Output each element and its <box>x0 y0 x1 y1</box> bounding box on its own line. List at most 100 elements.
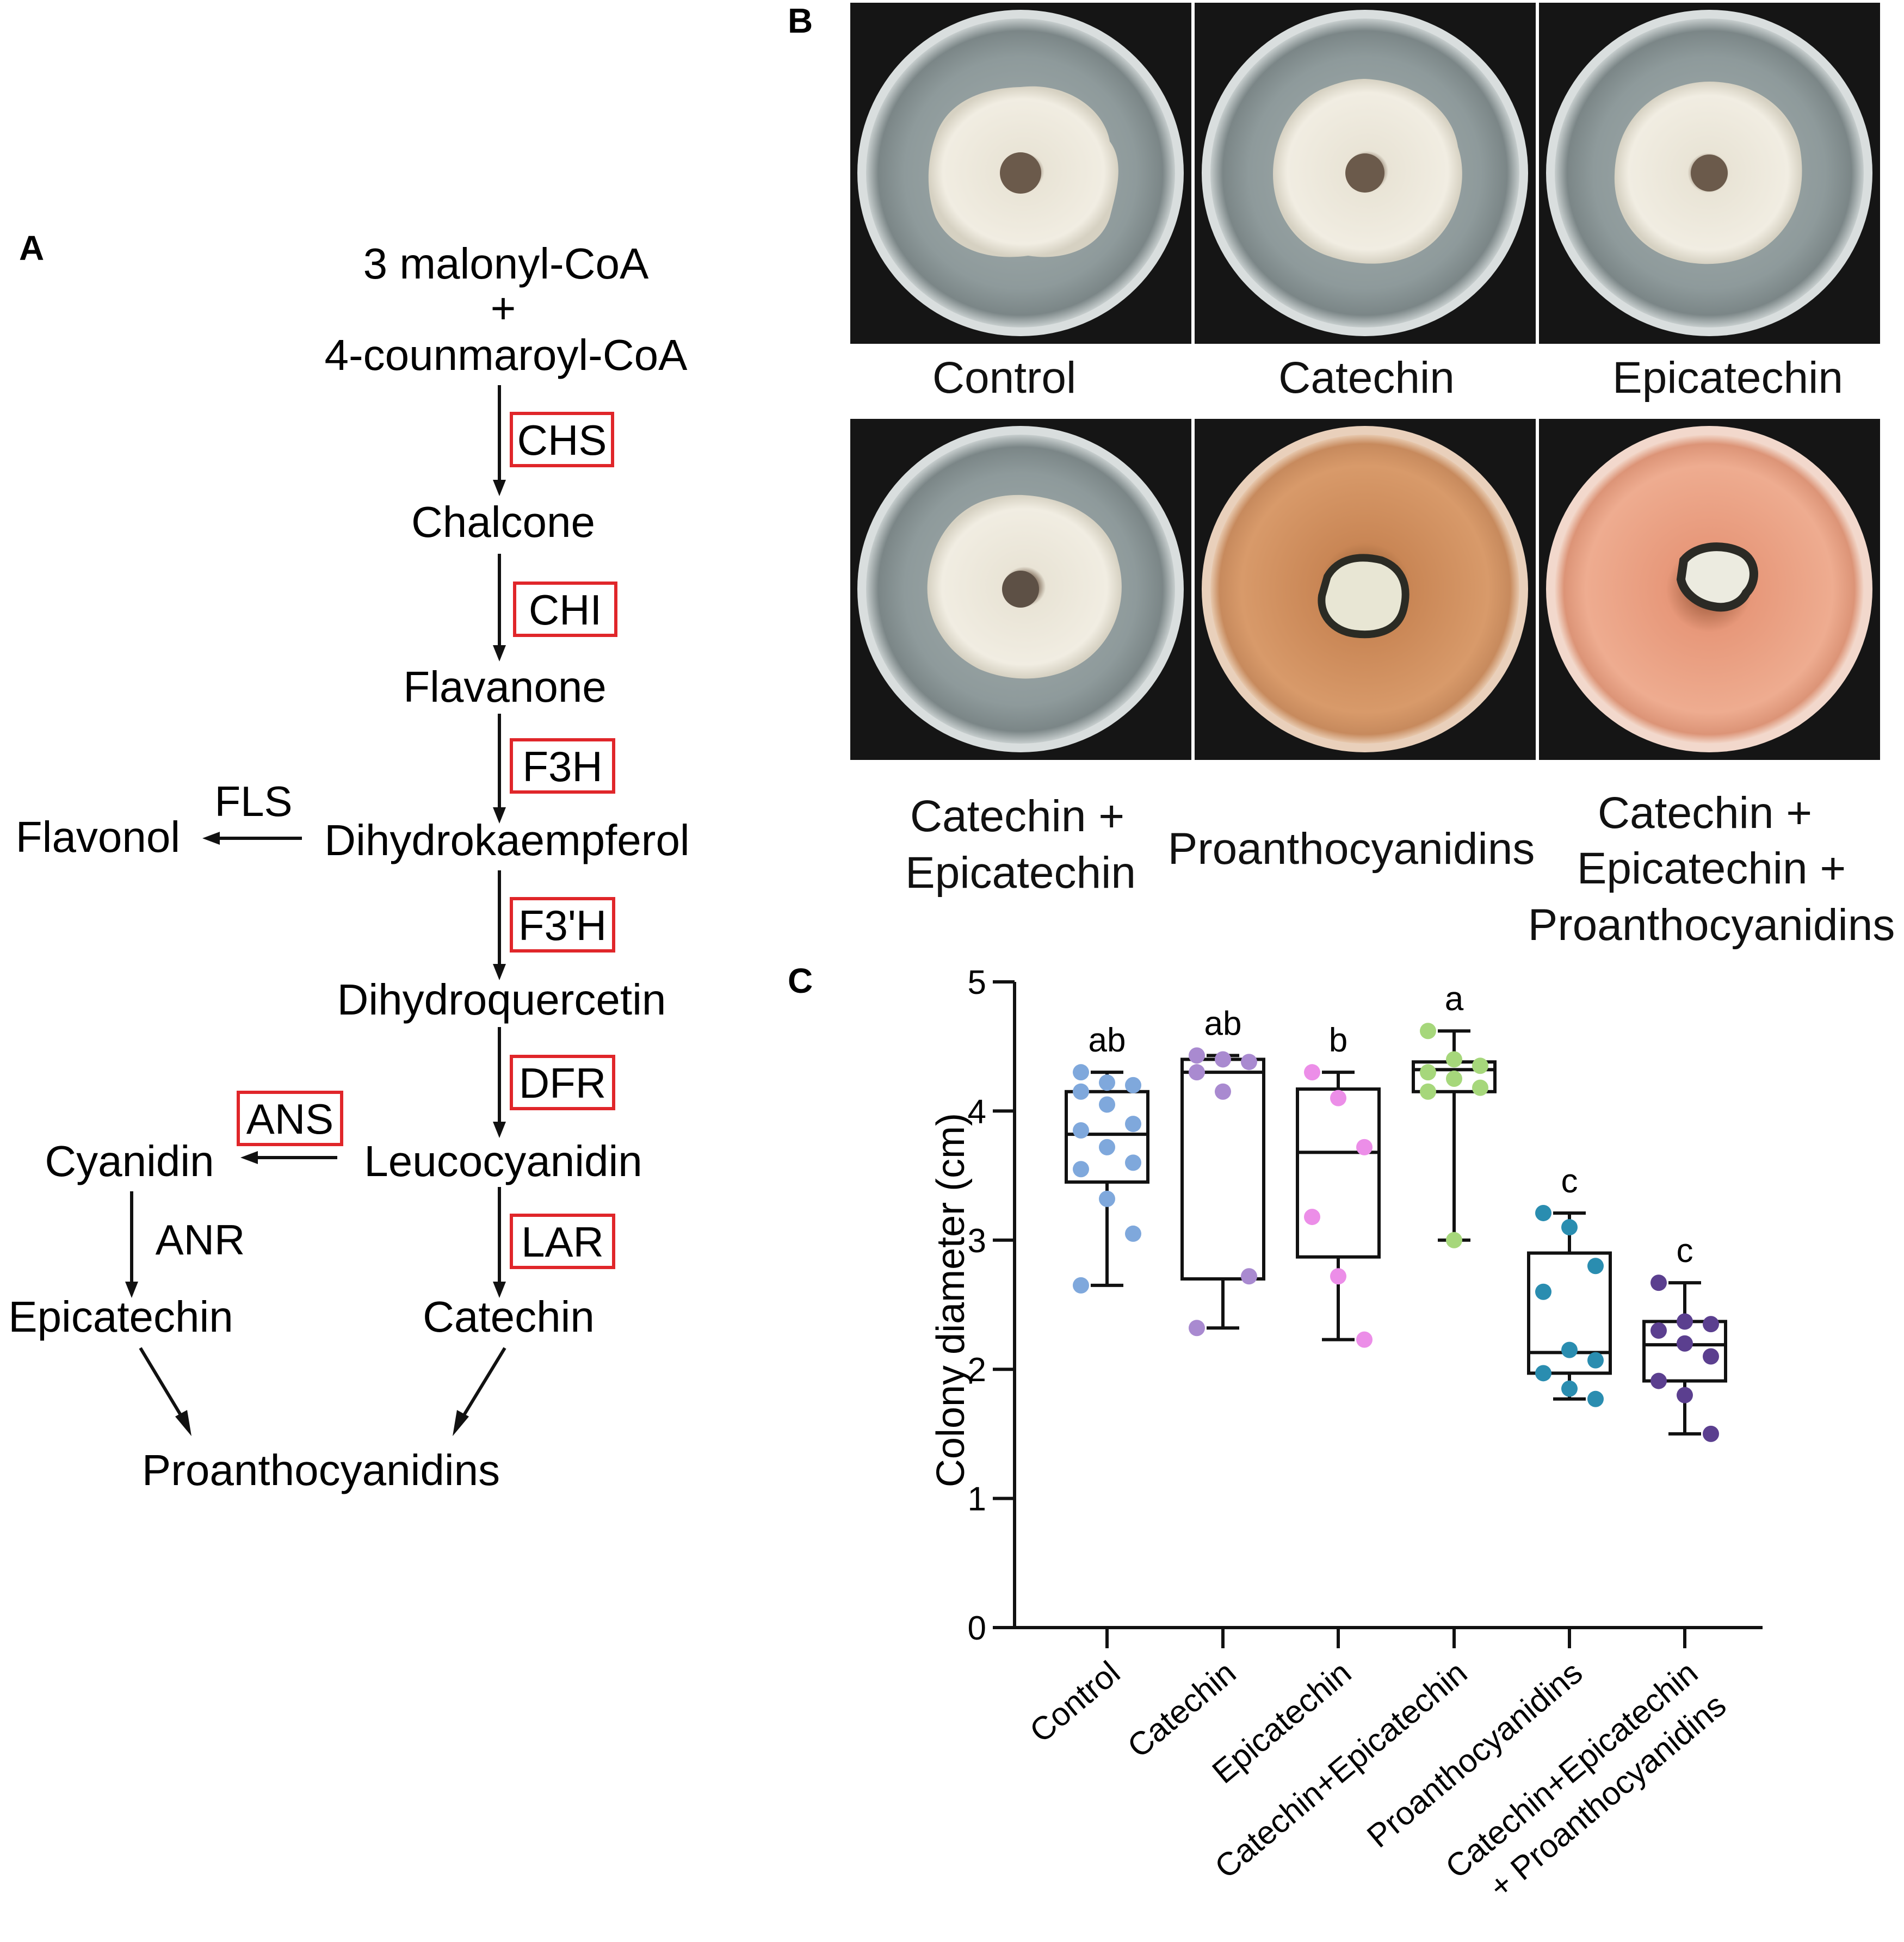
enzyme-lar: LAR <box>521 1218 604 1266</box>
panel-b-plates: B <box>788 1 1895 950</box>
plate-label-all-line2: Epicatechin + <box>1577 844 1846 893</box>
data-point <box>1587 1258 1604 1275</box>
data-point <box>1099 1074 1115 1091</box>
panel-letter-c: C <box>788 961 813 1000</box>
box-iqr <box>1527 1251 1612 1375</box>
y-tick-label: 0 <box>968 1610 986 1647</box>
data-point <box>1446 1232 1462 1248</box>
box-iqr <box>1296 1087 1381 1259</box>
enzyme-chs-box: CHS <box>510 412 614 467</box>
compound-flavonol: Flavonol <box>16 813 180 861</box>
plate-label-all-line3: Proanthocyanidins <box>1528 900 1895 950</box>
data-point <box>1189 1047 1205 1064</box>
data-point <box>1650 1322 1667 1339</box>
enzyme-f3ph-box: F3'H <box>510 897 615 953</box>
x-tick-label: Control <box>1023 1654 1127 1750</box>
compound-epicatechin: Epicatechin <box>8 1292 233 1341</box>
significance-label: ab <box>1204 1005 1242 1042</box>
plate-label-cat-epi-line2: Epicatechin <box>905 848 1136 898</box>
plate-label-control: Control <box>932 353 1076 403</box>
data-point <box>1125 1154 1141 1171</box>
data-point <box>1241 1054 1257 1071</box>
panel-letter-b: B <box>788 1 813 40</box>
data-point <box>1535 1283 1551 1300</box>
data-point <box>1073 1083 1089 1100</box>
data-point <box>1561 1380 1578 1397</box>
panel-c-chart: C Colony diameter (cm) 012345abControlab… <box>788 961 1763 1906</box>
data-point <box>1073 1161 1089 1178</box>
plate-label-proanthocyanidins: Proanthocyanidins <box>1168 824 1535 874</box>
plate-label-all-line1: Catechin + <box>1598 788 1812 838</box>
data-point <box>1125 1116 1141 1133</box>
data-point <box>1099 1096 1115 1113</box>
data-point <box>1420 1083 1436 1100</box>
compound-flavanone: Flavanone <box>403 663 607 711</box>
data-point <box>1073 1122 1089 1139</box>
data-point <box>1125 1077 1141 1093</box>
enzyme-fls: FLS <box>214 777 292 825</box>
data-point <box>1535 1204 1551 1221</box>
data-point <box>1650 1372 1667 1389</box>
enzyme-ans: ANS <box>246 1095 333 1143</box>
plate-label-epicatechin: Epicatechin <box>1612 353 1843 403</box>
data-point <box>1703 1316 1719 1333</box>
enzyme-chi: CHI <box>529 586 602 634</box>
panel-letter-a: A <box>19 228 44 268</box>
data-point <box>1330 1268 1346 1285</box>
data-point <box>1587 1390 1604 1407</box>
panel-a-pathway: A 3 malonyl-CoA + 4-counmaroyl-CoA Chalc… <box>8 228 690 1494</box>
data-point <box>1420 1023 1436 1040</box>
plate-catechin-epicatechin <box>850 419 1191 760</box>
box-iqr <box>1065 1090 1149 1184</box>
plus-sign: + <box>491 284 516 332</box>
data-point <box>1677 1313 1693 1330</box>
data-point <box>1587 1352 1604 1369</box>
significance-label: c <box>1561 1162 1578 1200</box>
compound-chalcone: Chalcone <box>411 498 595 546</box>
enzyme-f3h-box: F3H <box>510 738 615 794</box>
data-point <box>1304 1064 1320 1081</box>
plate-catechin <box>1195 3 1536 344</box>
plate-label-cat-epi-line1: Catechin + <box>910 791 1124 841</box>
significance-label: a <box>1445 980 1464 1018</box>
data-point <box>1330 1090 1346 1106</box>
significance-label: b <box>1329 1022 1347 1059</box>
compound-catechin: Catechin <box>423 1292 595 1341</box>
compound-coumaroyl-coa: 4-counmaroyl-CoA <box>325 331 688 379</box>
y-tick-label: 3 <box>968 1222 986 1260</box>
enzyme-f3ph: F3'H <box>518 901 607 949</box>
data-point <box>1420 1064 1436 1081</box>
data-point <box>1125 1225 1141 1242</box>
data-point <box>1073 1064 1089 1081</box>
significance-label: ab <box>1089 1022 1126 1059</box>
data-point <box>1356 1139 1373 1155</box>
enzyme-f3h: F3H <box>522 743 602 790</box>
data-point <box>1356 1331 1373 1348</box>
data-point <box>1304 1209 1320 1226</box>
enzyme-ans-box: ANS <box>237 1091 343 1146</box>
data-point <box>1561 1219 1578 1236</box>
data-point <box>1650 1275 1667 1291</box>
y-tick-label: 5 <box>968 964 986 1001</box>
plate-label-catechin: Catechin <box>1278 353 1455 403</box>
data-point <box>1472 1057 1488 1074</box>
plate-epicatechin <box>1539 3 1880 344</box>
data-point <box>1561 1341 1578 1358</box>
y-axis-label: Colony diameter (cm) <box>929 1113 973 1487</box>
compound-dihydroquercetin: Dihydroquercetin <box>337 975 666 1024</box>
data-point <box>1677 1335 1693 1352</box>
data-point <box>1446 1051 1462 1068</box>
compound-dihydrokaempferol: Dihydrokaempferol <box>324 816 689 864</box>
y-tick-label: 2 <box>968 1351 986 1389</box>
data-point <box>1703 1425 1719 1442</box>
y-tick-label: 4 <box>968 1093 986 1130</box>
data-point <box>1099 1190 1115 1207</box>
y-tick-label: 1 <box>968 1481 986 1518</box>
enzyme-dfr: DFR <box>519 1059 606 1107</box>
data-point <box>1189 1064 1205 1081</box>
data-point <box>1677 1387 1693 1403</box>
enzyme-anr: ANR <box>156 1216 245 1264</box>
data-point <box>1535 1365 1551 1382</box>
data-point <box>1189 1320 1205 1337</box>
compound-leucocyanidin: Leucocyanidin <box>364 1137 642 1185</box>
